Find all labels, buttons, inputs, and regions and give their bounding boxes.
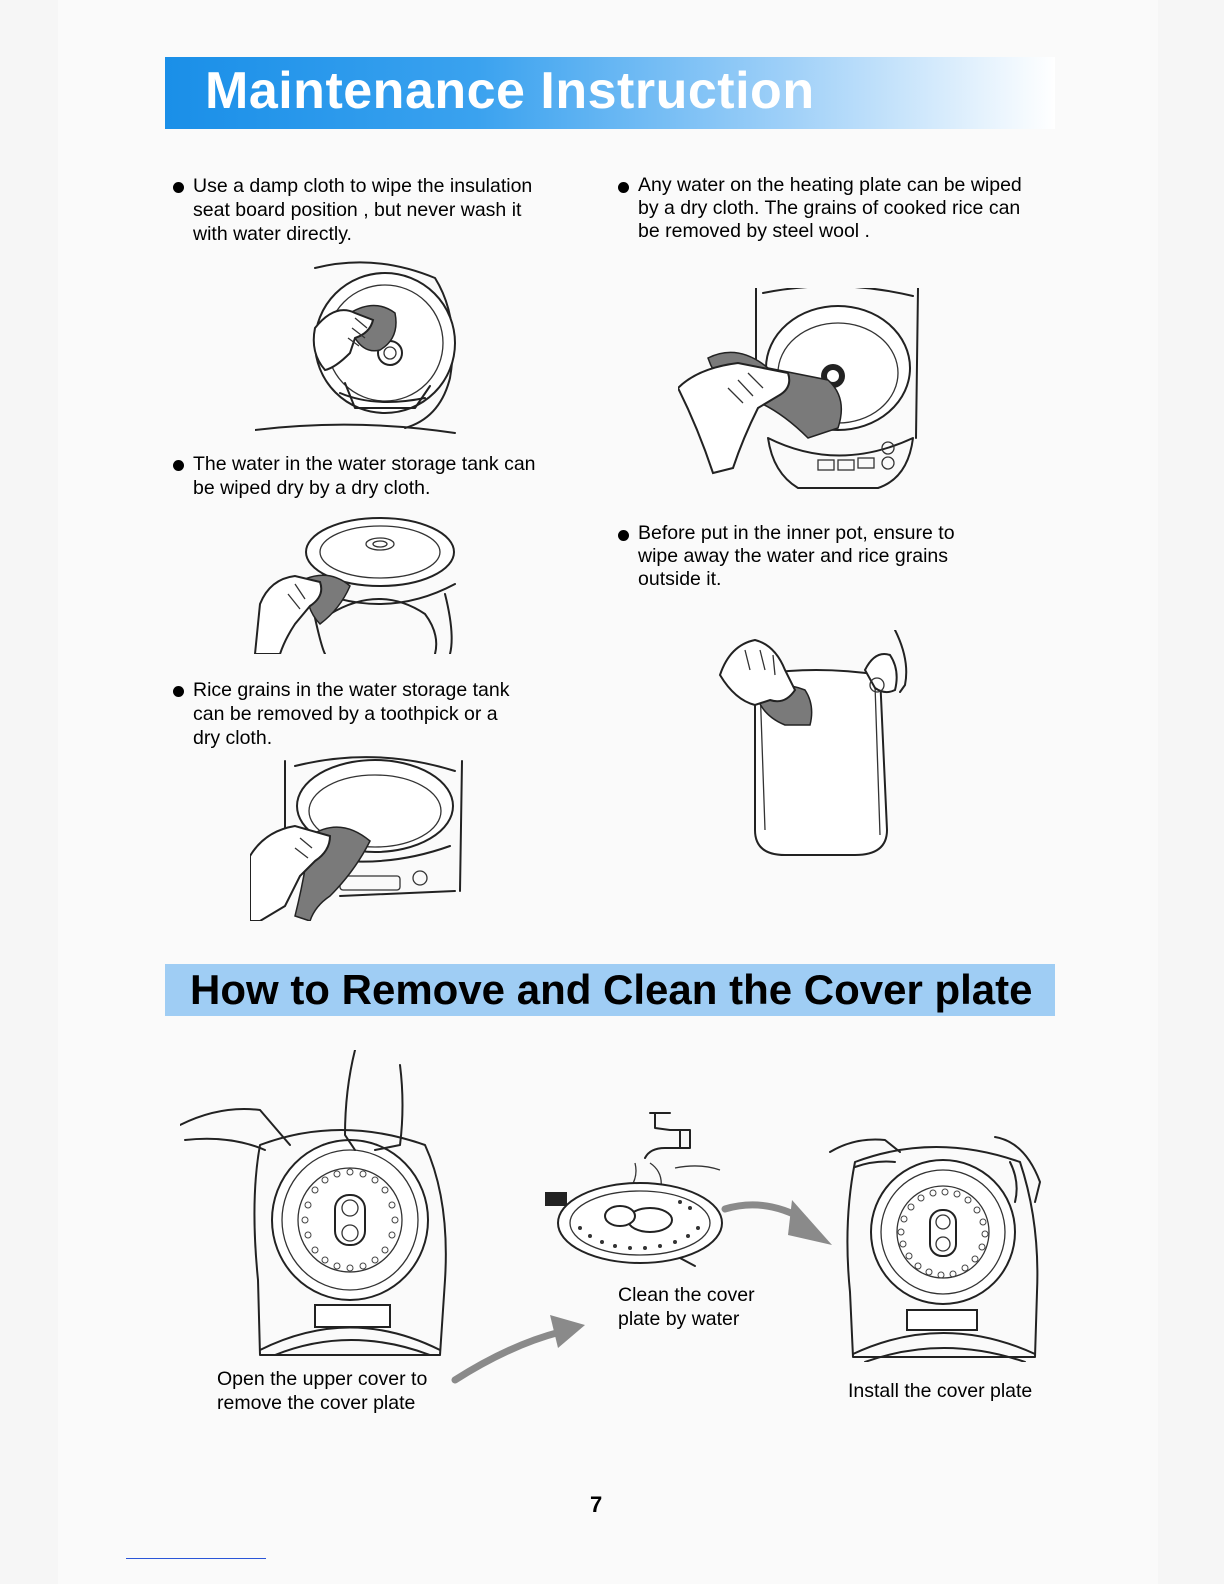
footer-rule	[126, 1558, 266, 1559]
caption-install-cover-plate: Install the cover plate	[848, 1380, 1033, 1402]
illustration-wipe-inner-pot	[715, 630, 915, 865]
bullet-icon	[173, 686, 184, 697]
bullet-text: Any water on the heating plate can be wi…	[638, 174, 1022, 242]
bullet-icon	[618, 182, 629, 193]
bullet-text: Rice grains in the water storage tank ca…	[193, 679, 510, 749]
bullet-heating-plate: Any water on the heating plate can be wi…	[618, 174, 1068, 250]
bullet-insulation-seat: Use a damp cloth to wipe the insulation …	[173, 174, 593, 254]
bullet-rice-grains-tank: Rice grains in the water storage tank ca…	[173, 678, 593, 754]
illustration-remove-rice-grains	[250, 756, 475, 921]
caption-open-upper-cover: Open the upper cover to remove the cover…	[217, 1368, 428, 1414]
arrow-to-install	[720, 1195, 840, 1250]
illustration-clean-cover-plate	[540, 1108, 730, 1278]
illustration-wipe-heating-plate	[678, 288, 928, 493]
section-title: How to Remove and Clean the Cover plate	[190, 966, 1033, 1013]
cover-plate-section-banner: How to Remove and Clean the Cover plate	[165, 964, 1055, 1016]
illustration-wipe-insulation-seat	[255, 258, 465, 438]
bullet-icon	[173, 182, 184, 193]
arrow-to-clean	[450, 1310, 590, 1390]
illustration-install-cover-plate	[825, 1122, 1050, 1362]
bullet-text: Before put in the inner pot, ensure to w…	[638, 522, 955, 590]
maintenance-header-banner: Maintenance Instruction	[165, 57, 1055, 129]
illustration-open-upper-cover	[180, 1050, 455, 1360]
bullet-icon	[173, 460, 184, 471]
page-number: 7	[590, 1492, 603, 1517]
caption-clean-cover-plate: Clean the cover plate by water	[618, 1284, 755, 1330]
bullet-text: Use a damp cloth to wipe the insulation …	[193, 175, 533, 245]
illustration-wipe-water-tank	[250, 514, 465, 654]
bullet-water-tank: The water in the water storage tank can …	[173, 452, 593, 502]
bullet-inner-pot: Before put in the inner pot, ensure to w…	[618, 522, 1068, 598]
bullet-icon	[618, 530, 629, 541]
page-title: Maintenance Instruction	[205, 62, 815, 120]
bullet-text: The water in the water storage tank can …	[193, 453, 536, 499]
